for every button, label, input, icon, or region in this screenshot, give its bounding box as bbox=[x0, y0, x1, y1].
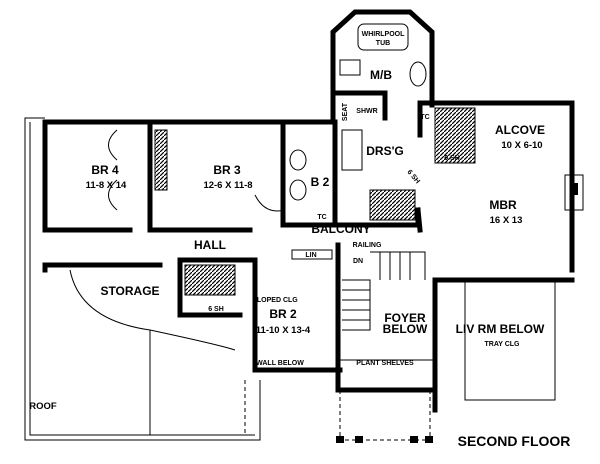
down-label: DN bbox=[353, 258, 363, 265]
br4-size: 11-8 X 14 bbox=[86, 180, 127, 191]
room-labels: WHIRLPOOL TUB M/B SEAT SHWR TC DRS'G ALC… bbox=[29, 31, 570, 449]
seat-label: SEAT bbox=[342, 102, 349, 121]
alcove-size: 10 X 6-10 bbox=[501, 140, 542, 151]
tub-label: TUB bbox=[376, 40, 390, 47]
fireplace bbox=[564, 174, 584, 211]
whirlpool-tub bbox=[357, 23, 409, 51]
shower-label: SHWR bbox=[356, 108, 377, 115]
shelf-label-3: 6 SH bbox=[208, 306, 224, 313]
stair-foyer bbox=[291, 242, 438, 443]
dressing-label: DRS'G bbox=[366, 144, 404, 158]
hall-label: HALL bbox=[194, 238, 226, 252]
closet-br3 bbox=[154, 129, 168, 191]
br2-label: BR 2 bbox=[269, 307, 297, 321]
railing-label: RAILING bbox=[353, 242, 382, 249]
master-bath-walls bbox=[330, 9, 435, 121]
plan-title: SECOND FLOOR bbox=[458, 433, 571, 449]
mbr-size: 16 X 13 bbox=[490, 215, 523, 226]
alcove-label: ALCOVE bbox=[495, 123, 545, 137]
closet-br2 bbox=[184, 264, 236, 296]
roof-outline bbox=[24, 117, 261, 441]
br3-size: 12-6 X 11-8 bbox=[203, 180, 252, 191]
br2-size: 11-10 X 13-4 bbox=[256, 325, 311, 336]
tray-ceiling-label: TRAY CLG bbox=[484, 341, 520, 348]
balcony-label: BALCONY bbox=[311, 222, 370, 236]
plant-shelves-label: PLANT SHELVES bbox=[356, 360, 414, 367]
closet-alcove bbox=[434, 107, 476, 164]
closet-dressing bbox=[369, 189, 416, 221]
master-bath-label: M/B bbox=[370, 68, 392, 82]
storage-label: STORAGE bbox=[100, 284, 159, 298]
sloped-ceiling-label: SLOPED CLG bbox=[252, 297, 298, 304]
foyer-label: FOYER bbox=[384, 311, 426, 325]
roof-label: ROOF bbox=[29, 401, 57, 412]
mbr-label: MBR bbox=[489, 198, 517, 212]
linen-label: LIN bbox=[305, 252, 316, 259]
tc-master-label: TC bbox=[420, 114, 429, 121]
tc-b2-label: TC bbox=[317, 214, 326, 221]
living-room-label: LIV RM BELOW bbox=[456, 322, 545, 336]
foyer-below-label: BELOW bbox=[383, 322, 428, 336]
master-suite-walls bbox=[332, 100, 584, 413]
shelf-label-2: 6 SH bbox=[405, 169, 420, 185]
shelf-label-1: 6 SH bbox=[444, 155, 460, 162]
br3-label: BR 3 bbox=[213, 163, 241, 177]
whirlpool-label: WHIRLPOOL bbox=[362, 31, 405, 38]
wall-below-label: WALL BELOW bbox=[256, 360, 304, 367]
b2-label: B 2 bbox=[311, 175, 330, 189]
br4-label: BR 4 bbox=[91, 163, 119, 177]
